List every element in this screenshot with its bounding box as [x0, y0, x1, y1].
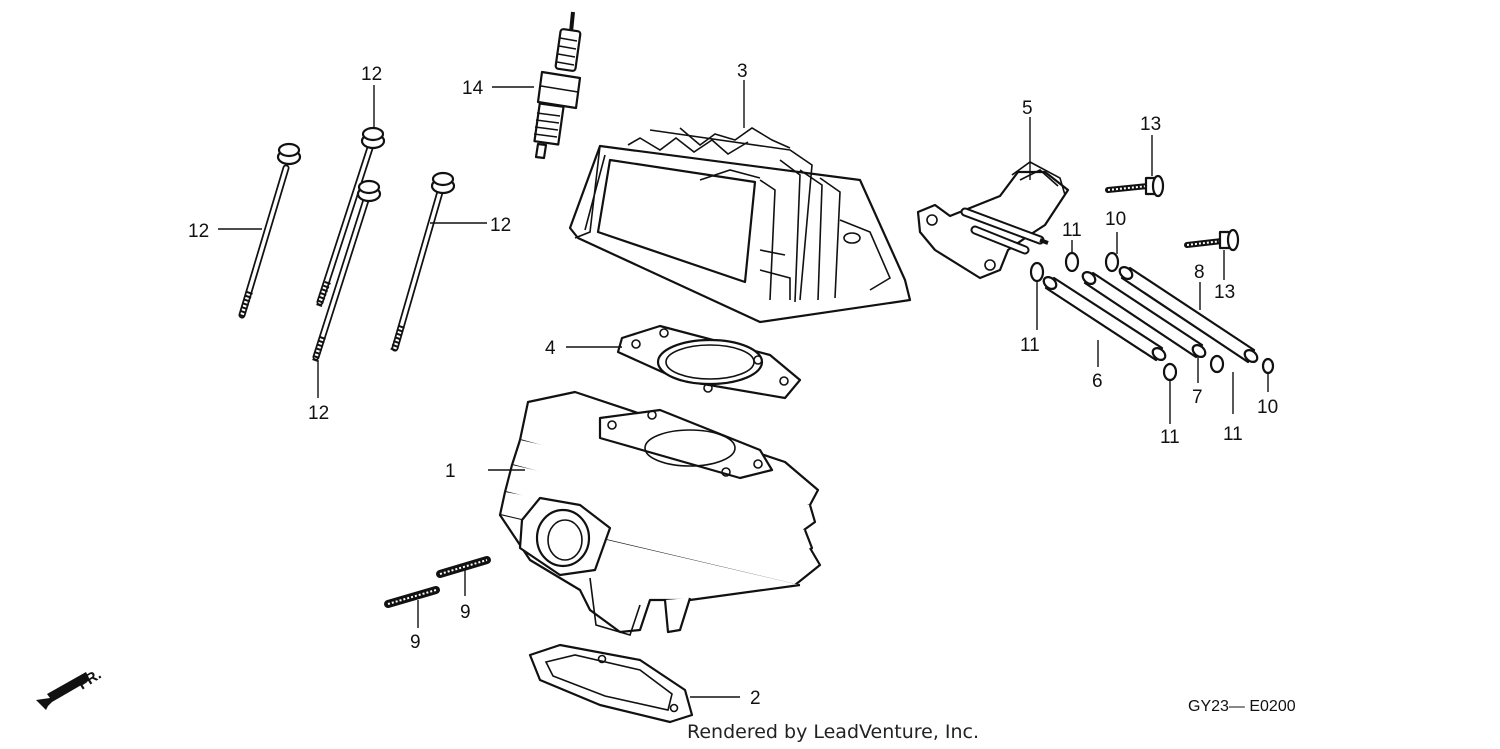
cylinder[interactable]	[498, 390, 822, 636]
clip-11-left[interactable]	[1029, 261, 1045, 283]
callout-11-left: 11	[1020, 335, 1040, 356]
callout-12-bottom: 12	[308, 403, 329, 424]
callout-1: 1	[445, 461, 456, 482]
cylinder-bolt-left[interactable]	[238, 142, 302, 319]
callout-labels: 1 2 3 4 5 6 7 8 9 9 10 10 11 11 11 11 12…	[188, 61, 1278, 709]
clip-11-lower-mid[interactable]	[1162, 362, 1178, 382]
callout-10-lower: 10	[1257, 397, 1278, 418]
tube-7[interactable]	[1080, 270, 1207, 360]
screw-upper[interactable]	[1105, 174, 1165, 198]
callout-11-lower-mid: 11	[1160, 427, 1180, 448]
cylinder-head-gasket[interactable]	[616, 324, 802, 400]
front-arrow-icon	[36, 672, 90, 710]
callout-13-upper: 13	[1140, 114, 1161, 135]
cylinder-bolt-right[interactable]	[390, 171, 456, 353]
callout-8: 8	[1194, 262, 1205, 283]
callout-11-upper: 11	[1062, 220, 1082, 241]
stud-bolt-right[interactable]	[436, 556, 491, 578]
front-direction-indicator: FR.	[36, 666, 104, 710]
callout-7: 7	[1192, 387, 1203, 408]
diagram-code: GY23— E0200	[1188, 698, 1296, 715]
screw-lower[interactable]	[1184, 228, 1240, 252]
callout-14: 14	[462, 78, 484, 99]
tube-6[interactable]	[1041, 275, 1167, 363]
stud-bolt-left[interactable]	[384, 586, 440, 608]
tube-8[interactable]	[1117, 265, 1259, 365]
clip-11-lower-right[interactable]	[1209, 354, 1225, 374]
callout-12-left: 12	[188, 221, 209, 242]
callout-12-right: 12	[490, 215, 511, 236]
callout-5: 5	[1022, 98, 1033, 119]
callout-13-lower: 13	[1214, 282, 1235, 303]
callout-6: 6	[1092, 371, 1103, 392]
cylinder-base-gasket[interactable]	[528, 643, 694, 724]
callout-12-top: 12	[361, 64, 382, 85]
callout-10-upper: 10	[1105, 209, 1126, 230]
direction-label: FR.	[75, 666, 105, 693]
spark-plug[interactable]	[533, 11, 582, 160]
callout-2: 2	[750, 688, 761, 709]
callout-4: 4	[545, 338, 556, 359]
clip-10-upper[interactable]	[1104, 251, 1120, 273]
cylinder-head[interactable]	[568, 127, 912, 324]
cylinder-bolt-mid-lower[interactable]	[312, 179, 382, 362]
callout-11-lower-right: 11	[1223, 424, 1243, 445]
leader-lines	[218, 80, 1269, 698]
footer-credit: Rendered by LeadVenture, Inc.	[687, 721, 979, 743]
callout-3: 3	[737, 61, 748, 82]
clip-10-lower[interactable]	[1261, 357, 1275, 375]
callout-9-left: 9	[410, 632, 421, 653]
cylinder-bolt-mid-upper[interactable]	[316, 126, 386, 308]
clip-11-upper[interactable]	[1064, 251, 1080, 273]
callout-9-right: 9	[460, 602, 471, 623]
reed-valve-manifold[interactable]	[916, 161, 1070, 280]
